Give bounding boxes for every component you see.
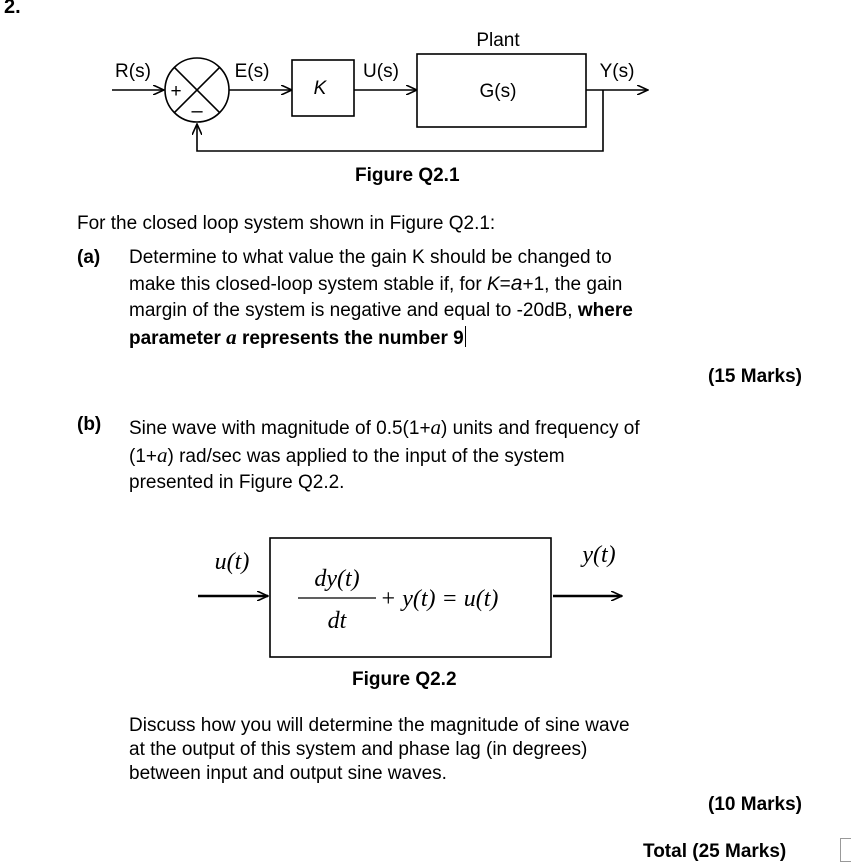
part-b-line-2-pre: (1+ [129,446,157,467]
part-b-text: Sine wave with magnitude of 0.5(1+a) uni… [129,414,640,496]
part-b-line-3: presented in Figure Q2.2. [129,470,640,496]
part-a-marks: (15 Marks) [708,366,802,387]
plant-transfer-function: G(s) [480,81,517,102]
part-b-line-1: Sine wave with magnitude of 0.5(1+a) uni… [129,414,640,442]
control-signal-label: U(s) [363,61,399,82]
part-a-line-3-pre: margin of the system is negative and equ… [129,300,578,321]
discussion-line-3: between input and output sine waves. [129,763,447,784]
equation-denominator: dt [328,608,348,634]
discussion-line-1: Discuss how you will determine the magni… [129,715,630,736]
fig2-output-label: y(t) [580,542,615,568]
sum-minus-sign: – [191,100,203,122]
var-K: K [486,274,500,295]
part-b-line-2: (1+a) rad/sec was applied to the input o… [129,442,640,470]
total-marks: Total (25 Marks) [643,841,787,862]
plant-block [416,53,587,128]
part-a-line-4-pre: parameter [129,328,227,349]
part-a-line-1-text: Determine to what value the gain K shoul… [129,247,612,268]
sum-plus-sign: + [170,81,181,102]
plant-label: Plant [476,30,520,51]
input-signal-label: R(s) [115,61,151,82]
part-a-line-4: parameter a represents the number 9 [129,324,633,352]
part-a-line-2-pre: make this closed-loop system stable if, … [129,274,487,295]
part-b-label: (b) [77,414,102,435]
equation-numerator: dy(t) [314,566,359,592]
part-b-marks: (10 Marks) [708,794,802,815]
page-edge-bracket [840,838,851,862]
part-b-discussion: Discuss how you will determine the magni… [129,714,630,786]
part-b-line-2-post: ) rad/sec was applied to the input of th… [167,446,565,467]
summing-junction [164,57,230,123]
gain-block [291,59,355,117]
var-a-bold: a [226,325,237,349]
part-b-line-1-pre: Sine wave with magnitude of 0.5(1+ [129,418,431,439]
question-number: 2. [4,0,21,18]
error-signal-label: E(s) [235,61,270,82]
equation-rhs: + y(t) = u(t) [380,586,498,612]
part-a-line-2: make this closed-loop system stable if, … [129,271,633,298]
var-a: a [510,272,523,295]
fig2-input-label: u(t) [215,549,250,575]
gain-label: K [314,78,328,99]
feedback-path [197,90,604,152]
part-a-line-1: Determine to what value the gain K shoul… [129,245,633,271]
intro-text: For the closed loop system shown in Figu… [77,213,496,234]
part-b-line-1-post: ) units and frequency of [441,418,640,439]
var-a-1: a [430,415,442,439]
figure-q2-1-caption: Figure Q2.1 [355,165,460,186]
equals-sign: = [499,274,511,295]
part-b-line-3-text: presented in Figure Q2.2. [129,472,345,493]
part-a-line-4-post: represents the number 9 [236,328,464,349]
figure-q2-2-caption: Figure Q2.2 [352,669,457,690]
text-cursor [464,326,466,347]
output-signal-label: Y(s) [600,61,635,82]
part-a-where: where [577,300,633,321]
var-a-2: a [157,443,168,467]
part-a-line-3: margin of the system is negative and equ… [129,298,633,324]
part-a-line-2-post: +1, the gain [522,274,623,295]
part-a-label: (a) [77,247,101,268]
discussion-line-2: at the output of this system and phase l… [129,739,588,760]
part-a-text: Determine to what value the gain K shoul… [129,245,633,352]
